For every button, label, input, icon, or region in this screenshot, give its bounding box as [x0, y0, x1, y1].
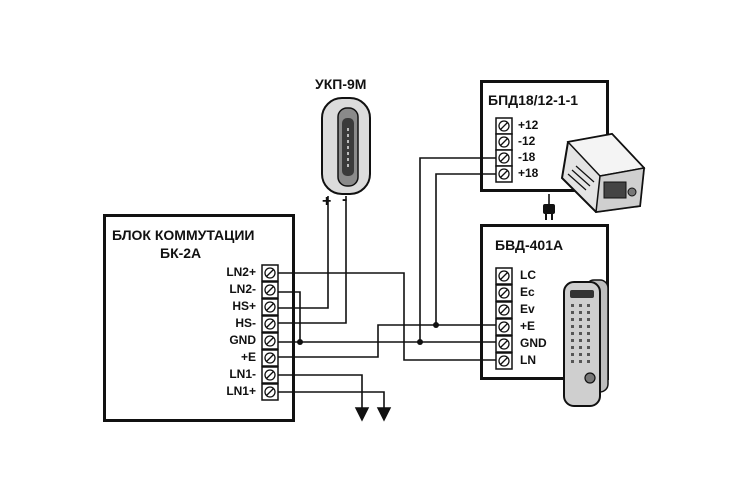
- door-unit-terminal-block: [495, 267, 513, 370]
- ground-arrow-icon: [354, 407, 370, 422]
- wire-plus-e-psu: [435, 173, 504, 325]
- wire-gnd-psu: [419, 157, 504, 342]
- keypad-key: [587, 346, 590, 349]
- wire-hs-minus: [270, 196, 347, 324]
- terminal-screw-icon: [261, 332, 279, 350]
- junctions: [297, 322, 439, 345]
- terminal-label: Ec: [520, 285, 535, 299]
- terminal-label: HS+: [232, 299, 256, 313]
- terminal-screw-icon: [261, 298, 279, 316]
- intercom-plus-sign: +: [322, 193, 332, 210]
- keypad-key: [571, 353, 574, 356]
- keypad-key: [571, 325, 574, 328]
- ground-arrow-icon: [376, 407, 392, 422]
- door-unit-title: БВД-401А: [495, 237, 564, 253]
- keypad-key: [579, 353, 582, 356]
- terminal-screw-icon: [261, 264, 279, 282]
- terminal-screw-icon: [495, 318, 513, 336]
- terminal-label: GND: [229, 333, 256, 347]
- door-panel-icon: [563, 279, 609, 407]
- intercom-minus-sign: -: [342, 191, 348, 208]
- terminal-screw-icon: [495, 284, 513, 302]
- terminal-screw-icon: [261, 366, 279, 384]
- keypad-key: [587, 304, 590, 307]
- wire-hs-plus: [270, 196, 329, 309]
- keypad-key: [587, 311, 590, 314]
- intercom-handset-icon: [321, 97, 371, 195]
- power-unit-terminal-block: [495, 117, 513, 183]
- terminal-label: LC: [520, 268, 536, 282]
- wire-ln1-minus: [270, 374, 363, 408]
- wire-ln2-plus: [270, 272, 504, 361]
- wire-ln2-minus: [270, 291, 301, 342]
- keypad-key: [571, 360, 574, 363]
- keypad-key: [571, 318, 574, 321]
- keypad-key: [587, 353, 590, 356]
- keypad-key: [579, 339, 582, 342]
- keypad-key: [587, 360, 590, 363]
- terminal-screw-icon: [495, 267, 513, 285]
- terminal-label: -12: [518, 134, 536, 148]
- keypad-key: [579, 332, 582, 335]
- intercom-name: УКП-9М: [315, 76, 367, 92]
- keypad-key: [571, 304, 574, 307]
- terminal-label: Ev: [520, 302, 535, 316]
- ground-arrows: [354, 407, 392, 422]
- keypad-key: [579, 325, 582, 328]
- keypad-key: [587, 339, 590, 342]
- keypad-key: [571, 311, 574, 314]
- wires: [270, 157, 550, 408]
- terminal-label: -18: [518, 150, 536, 164]
- keypad-key: [571, 346, 574, 349]
- terminal-label: GND: [520, 336, 547, 350]
- terminal-label: LN: [520, 353, 536, 367]
- keypad-key: [587, 318, 590, 321]
- wire-ln1-plus: [270, 391, 385, 408]
- terminal-label: +18: [518, 166, 539, 180]
- switch-unit-title-line1: БЛОК КОММУТАЦИИ: [112, 227, 255, 243]
- terminal-screw-icon: [261, 383, 279, 401]
- terminal-screw-icon: [495, 301, 513, 319]
- keypad-key: [587, 332, 590, 335]
- keypad-key: [587, 325, 590, 328]
- terminal-label: +E: [240, 350, 256, 364]
- junction-dot: [297, 339, 303, 345]
- keypad-key: [579, 304, 582, 307]
- keypad-key: [571, 339, 574, 342]
- terminal-label: +12: [518, 118, 539, 132]
- switch-unit-title-line2: БК-2А: [160, 245, 202, 261]
- terminal-label: LN2+: [226, 265, 256, 279]
- terminal-label: LN1-: [229, 367, 256, 381]
- terminal-label: HS-: [235, 316, 256, 330]
- keypad-key: [579, 311, 582, 314]
- wire-plus-e: [270, 324, 504, 358]
- terminal-screw-icon: [495, 117, 513, 135]
- keypad-key: [579, 360, 582, 363]
- terminal-screw-icon: [495, 149, 513, 167]
- keypad-key: [571, 332, 574, 335]
- power-unit-title: БПД18/12-1-1: [488, 92, 579, 108]
- terminal-screw-icon: [261, 315, 279, 333]
- terminal-screw-icon: [261, 281, 279, 299]
- terminal-label: LN2-: [229, 282, 256, 296]
- junction-dot: [417, 339, 423, 345]
- terminal-label: +E: [520, 319, 536, 333]
- terminal-screw-icon: [261, 349, 279, 367]
- power-supply-icon: [543, 132, 646, 220]
- junction-dot: [433, 322, 439, 328]
- keypad-key: [579, 318, 582, 321]
- terminal-label: LN1+: [226, 384, 256, 398]
- terminal-screw-icon: [495, 165, 513, 183]
- keypad-key: [579, 346, 582, 349]
- switch-unit-terminal-block: [261, 264, 279, 401]
- terminal-screw-icon: [495, 352, 513, 370]
- terminal-screw-icon: [495, 335, 513, 353]
- terminal-screw-icon: [495, 133, 513, 151]
- switch-unit-box: [103, 214, 295, 422]
